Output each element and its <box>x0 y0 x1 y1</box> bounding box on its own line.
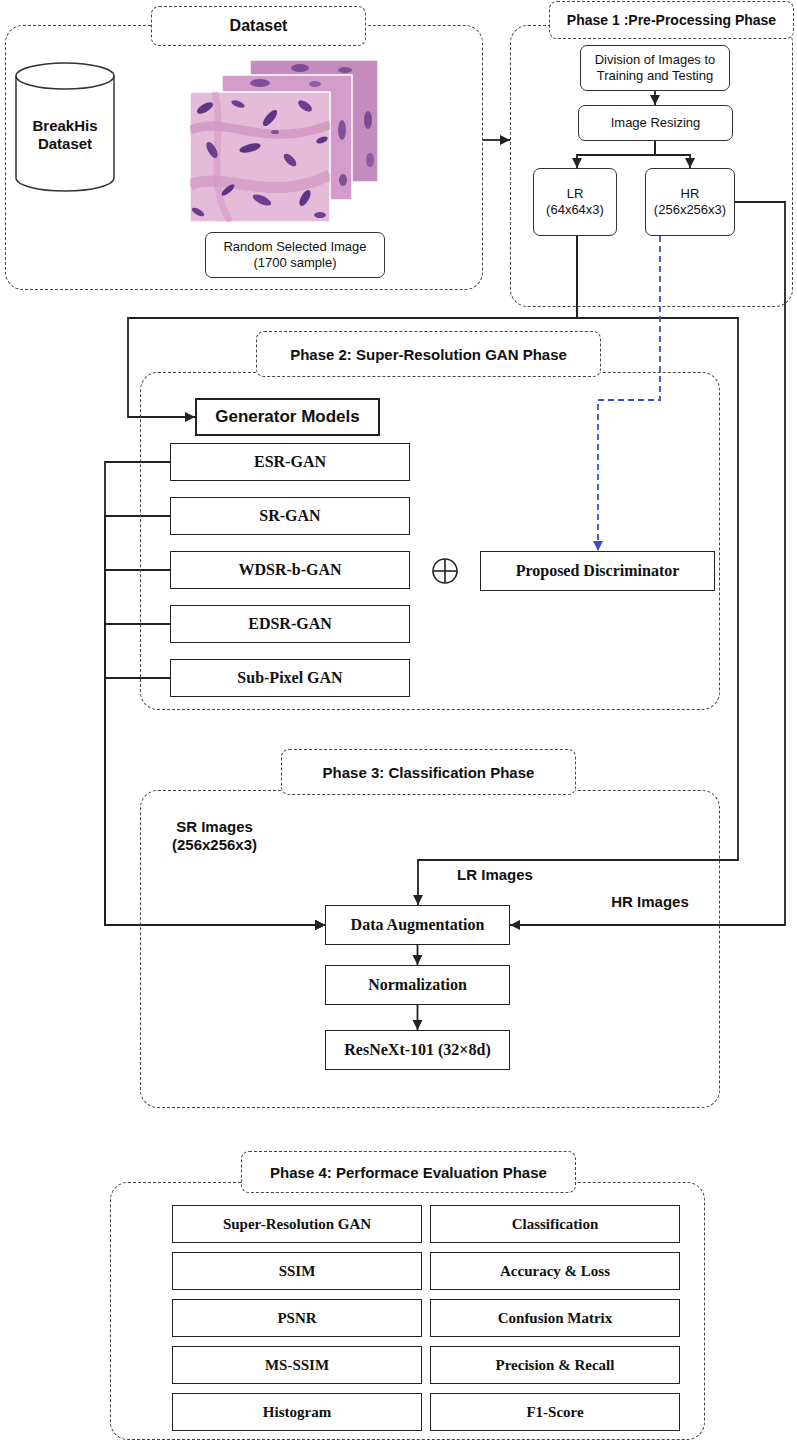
connector <box>483 135 510 145</box>
phase-panel: Phase 1 :Pre-Processing PhaseDivision of… <box>510 25 793 307</box>
metric-header-box: Classification <box>430 1205 680 1243</box>
combine-symbol <box>433 559 457 583</box>
box-label: ResNeXt-101 (32×8d) <box>344 1041 490 1059</box>
box-label: Proposed Discriminator <box>516 562 680 580</box>
box-label: Confusion Matrix <box>498 1310 613 1327</box>
metric-box: Precision & Recall <box>430 1346 680 1384</box>
connector <box>593 236 660 551</box>
box-label: ESR-GAN <box>254 453 326 471</box>
metric-box: MS-SSIM <box>172 1346 422 1384</box>
metric-box: Accuracy & Loss <box>430 1252 680 1290</box>
database-cylinder: BreakHis Dataset <box>15 62 115 192</box>
box-label: Precision & Recall <box>496 1357 615 1374</box>
image-size-box: HR (256x256x3) <box>645 168 735 236</box>
box-label: MS-SSIM <box>265 1357 329 1374</box>
box-label: BreakHis Dataset <box>19 117 111 153</box>
generator-box: EDSR-GAN <box>170 605 410 643</box>
process-box: Normalization <box>325 965 510 1005</box>
box-label: Image Resizing <box>611 115 701 131</box>
generator-box: WDSR-b-GAN <box>170 551 410 589</box>
box-label: EDSR-GAN <box>248 615 332 633</box>
model-box: ResNeXt-101 (32×8d) <box>325 1030 510 1070</box>
discriminator-box: Proposed Discriminator <box>480 551 715 591</box>
heading-tab: Phase 1 :Pre-Processing Phase <box>549 1 794 39</box>
generator-box: Sub-Pixel GAN <box>170 659 410 697</box>
box-label: F1-Score <box>526 1404 583 1421</box>
heading-tab: Phase 2: Super-Resolution GAN Phase <box>256 331 601 377</box>
box-label: Data Augmentation <box>351 916 485 934</box>
edge-label: SR Images (256x256x3) <box>152 818 277 854</box>
generator-box: SR-GAN <box>170 497 410 535</box>
box-label: Generator Models <box>215 407 360 427</box>
box-label: HR (256x256x3) <box>651 186 729 217</box>
process-box: Image Resizing <box>578 105 733 141</box>
edge-label: LR Images <box>440 866 550 884</box>
metric-header-box: Super-Resolution GAN <box>172 1205 422 1243</box>
connector <box>655 141 695 168</box>
box-label: Random Selected Image (1700 sample) <box>211 239 379 270</box>
panel-heading: Phase 2: Super-Resolution GAN Phase <box>290 346 567 363</box>
phase-panel: Phase 4: Performace Evaluation PhaseSupe… <box>110 1182 705 1440</box>
box-label: SSIM <box>279 1263 316 1280</box>
metric-box: Histogram <box>172 1393 422 1431</box>
box-label: LR (64x64x3) <box>539 186 611 217</box>
generator-box: ESR-GAN <box>170 443 410 481</box>
sample-box: Random Selected Image (1700 sample) <box>205 232 385 278</box>
panel-heading: Dataset <box>230 17 288 35</box>
image-size-box: LR (64x64x3) <box>533 168 617 236</box>
connector <box>572 141 655 168</box>
process-box: Division of Images to Training and Testi… <box>580 45 730 91</box>
edge-label: HR Images <box>600 893 700 911</box>
metric-box: PSNR <box>172 1299 422 1337</box>
connector <box>510 202 785 930</box>
box-label: SR-GAN <box>259 507 320 525</box>
connector <box>413 945 423 965</box>
connector <box>105 678 325 930</box>
heading-tab: Phase 4: Performace Evaluation Phase <box>241 1151 576 1193</box>
box-label: WDSR-b-GAN <box>238 561 341 579</box>
box-label: Normalization <box>368 976 467 994</box>
connector <box>650 91 660 105</box>
group-header-box: Generator Models <box>195 398 380 436</box>
histology-image-stack <box>190 60 378 222</box>
heading-tab: Phase 3: Classification Phase <box>281 749 576 795</box>
connector <box>413 1005 423 1030</box>
box-label: Accuracy & Loss <box>500 1263 610 1280</box>
metric-box: F1-Score <box>430 1393 680 1431</box>
box-label: Histogram <box>263 1404 331 1421</box>
panel-heading: Phase 4: Performace Evaluation Phase <box>270 1164 547 1181</box>
box-label: Division of Images to Training and Testi… <box>586 52 724 83</box>
box-label: Classification <box>512 1216 599 1233</box>
panel-heading: Phase 1 :Pre-Processing Phase <box>567 12 776 28</box>
box-label: Super-Resolution GAN <box>223 1216 371 1233</box>
metric-box: SSIM <box>172 1252 422 1290</box>
process-box: Data Augmentation <box>325 905 510 945</box>
heading-tab: Dataset <box>151 6 366 46</box>
box-label: PSNR <box>277 1310 316 1327</box>
phase-panel: Phase 2: Super-Resolution GAN PhaseGener… <box>140 372 720 710</box>
panel-heading: Phase 3: Classification Phase <box>323 764 535 781</box>
box-label: Sub-Pixel GAN <box>237 669 342 687</box>
dataset-panel: DatasetBreakHis DatasetRandom Selected I… <box>5 25 483 290</box>
metric-box: Confusion Matrix <box>430 1299 680 1337</box>
